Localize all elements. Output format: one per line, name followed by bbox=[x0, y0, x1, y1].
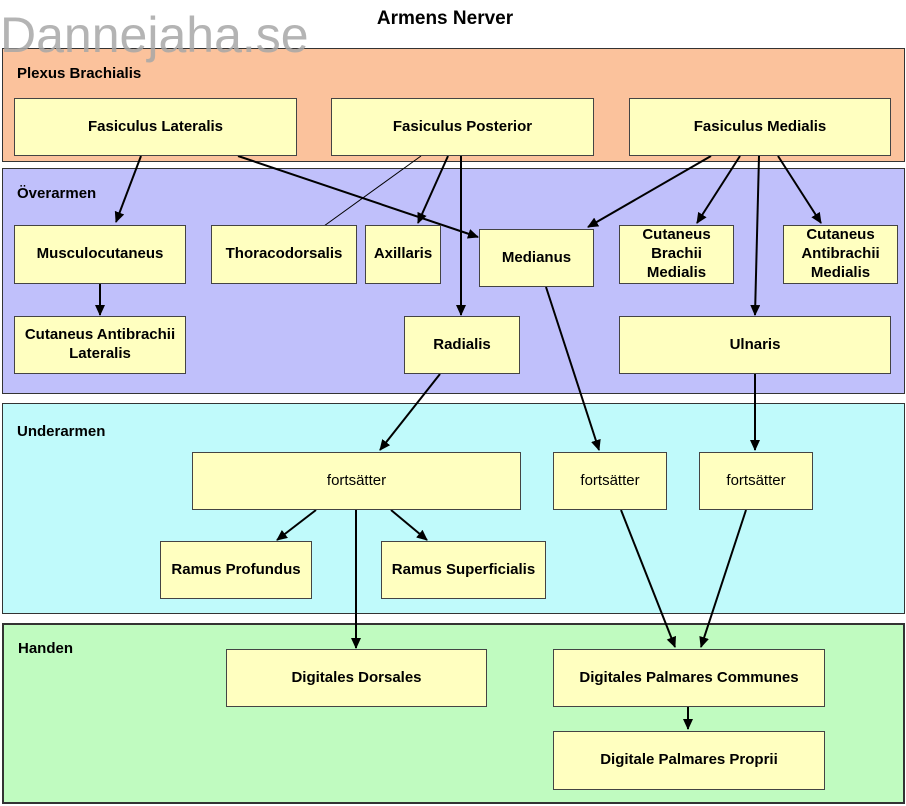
edge-ulnaris-communes bbox=[699, 509, 747, 648]
edge-posterior-thoracodorsalis bbox=[323, 155, 422, 227]
node-medianus[interactable]: Medianus bbox=[479, 229, 594, 287]
node-ramus-superficialis[interactable]: Ramus Superficialis bbox=[381, 541, 546, 599]
node-fasiculus-lateralis[interactable]: Fasiculus Lateralis bbox=[14, 98, 297, 156]
edge-radialis-fortsatter bbox=[379, 373, 441, 451]
node-cutaneus-antibrachii-medialis[interactable]: Cutaneus Antibrachii Medialis bbox=[783, 225, 898, 284]
node-ulnaris[interactable]: Ulnaris bbox=[619, 316, 891, 374]
edge-medialis-cutaneus-antibrachii bbox=[777, 155, 822, 224]
edge-lateralis-musculocutaneus bbox=[114, 155, 142, 223]
edge-medialis-ulnaris bbox=[750, 155, 761, 316]
edge-posterior-axillaris bbox=[417, 155, 449, 224]
node-fortsatter-radialis[interactable]: fortsätter bbox=[192, 452, 521, 510]
node-radialis[interactable]: Radialis bbox=[404, 316, 520, 374]
node-cutaneus-antibrachii-lateralis[interactable]: Cutaneus Antibrachii Lateralis bbox=[14, 316, 186, 374]
watermark: Dannejaha.se bbox=[0, 7, 309, 63]
edge-lateralis-medianus bbox=[237, 155, 479, 239]
node-fasiculus-posterior[interactable]: Fasiculus Posterior bbox=[331, 98, 594, 156]
node-digitales-palmares-communes[interactable]: Digitales Palmares Communes bbox=[553, 649, 825, 707]
edge-medianus-communes bbox=[620, 509, 676, 648]
edge-medianus-fortsatter bbox=[545, 286, 601, 451]
edge-fortsatter-profundus bbox=[276, 509, 317, 541]
node-thoracodorsalis[interactable]: Thoracodorsalis bbox=[211, 225, 357, 284]
edge-medialis-cutaneus-brachii bbox=[696, 155, 741, 224]
node-digitales-dorsales[interactable]: Digitales Dorsales bbox=[226, 649, 487, 707]
node-axillaris[interactable]: Axillaris bbox=[365, 225, 441, 284]
node-fasiculus-medialis[interactable]: Fasiculus Medialis bbox=[629, 98, 891, 156]
node-cutaneus-brachii-medialis[interactable]: Cutaneus Brachii Medialis bbox=[619, 225, 734, 284]
node-digitale-palmares-proprii[interactable]: Digitale Palmares Proprii bbox=[553, 731, 825, 790]
region-label: Plexus Brachialis bbox=[17, 65, 142, 82]
node-fortsatter-ulnaris[interactable]: fortsätter bbox=[699, 452, 813, 510]
diagram-title: Armens Nerver bbox=[376, 8, 514, 29]
edge-fortsatter-superficialis bbox=[390, 509, 428, 541]
region-label: Underarmen bbox=[17, 423, 106, 440]
node-musculocutaneus[interactable]: Musculocutaneus bbox=[14, 225, 186, 284]
edge-medialis-medianus bbox=[587, 155, 712, 228]
node-ramus-profundus[interactable]: Ramus Profundus bbox=[160, 541, 312, 599]
region-label: Överarmen bbox=[17, 185, 97, 202]
region-label: Handen bbox=[18, 640, 74, 657]
node-fortsatter-medianus[interactable]: fortsätter bbox=[553, 452, 667, 510]
